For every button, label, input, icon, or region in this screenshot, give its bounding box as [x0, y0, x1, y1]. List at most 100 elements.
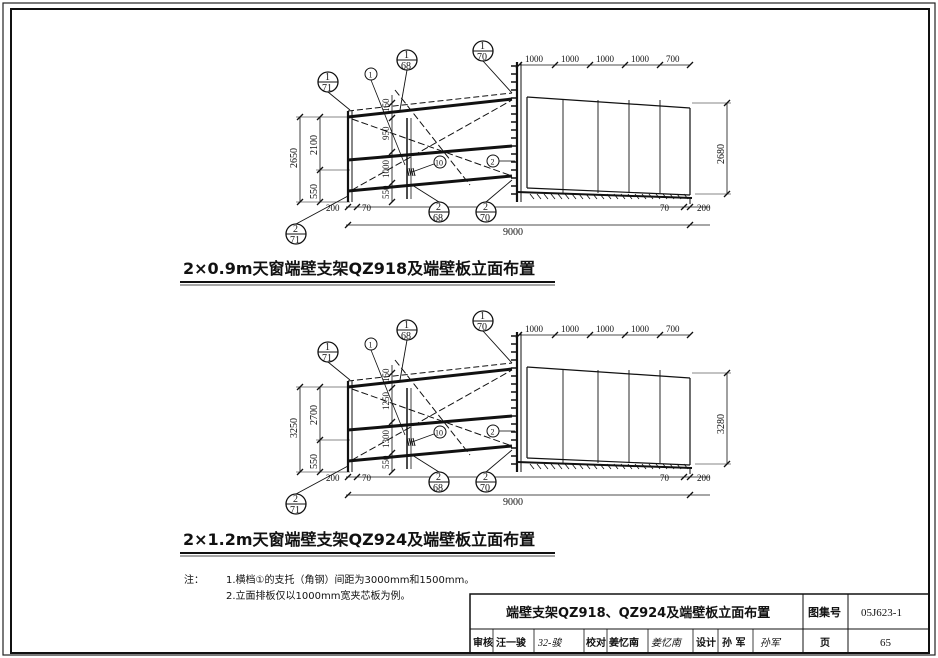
- sill-hatch: [606, 193, 612, 200]
- sill-hatch: [655, 463, 661, 470]
- part-marker-1-label: 1: [369, 71, 373, 80]
- section-callout-leader: [399, 69, 408, 111]
- sill-rail: [516, 461, 693, 469]
- section-callout-leader: [485, 179, 513, 203]
- diagonal-brace: [351, 369, 513, 461]
- section-callout-leader: [482, 330, 513, 364]
- sill-hatch: [648, 463, 654, 470]
- sill-hatch: [592, 193, 598, 200]
- dimension-tick: [316, 166, 324, 174]
- dimension-tick: [296, 198, 304, 206]
- right-dimension: 2680: [716, 144, 727, 164]
- drawing-title-qz918: 2×0.9m天窗端壁支架QZ918及端壁板立面布置: [183, 259, 535, 278]
- middle-rail: [347, 144, 513, 162]
- top-dimension-value: 1000: [525, 54, 544, 64]
- section-callout-leader: [327, 91, 351, 111]
- hatch: [412, 167, 416, 177]
- dimension-tick: [316, 198, 324, 206]
- top-dimension-tick: [686, 61, 694, 69]
- sill-hatch: [606, 463, 612, 470]
- top-dimension-tick: [656, 331, 664, 339]
- dimension-tick: [388, 148, 396, 156]
- sill-hatch: [627, 193, 633, 200]
- dimension-tick: [296, 468, 304, 476]
- sill-hatch: [669, 463, 675, 470]
- overall-span-dimension: 9000: [503, 227, 523, 238]
- dimension-tick: [296, 383, 304, 391]
- inner-dimension: 1250: [381, 392, 391, 411]
- inner-dimension: 150: [381, 98, 391, 112]
- left-overall-dimension: 2650: [289, 148, 300, 168]
- part-marker-10-label: 10: [435, 429, 443, 438]
- bottom-rail: [347, 174, 513, 193]
- dimension-tick: [353, 203, 361, 211]
- sill-hatch: [641, 193, 647, 200]
- dimension-tick: [723, 99, 731, 107]
- dimension-tick: [388, 449, 396, 457]
- dimension-tick: [388, 99, 396, 107]
- sill-hatch: [543, 193, 549, 200]
- sill-hatch: [536, 193, 542, 200]
- sill-hatch: [571, 463, 577, 470]
- sill-hatch: [536, 463, 542, 470]
- sill-rail: [516, 191, 693, 199]
- dimension-tick: [316, 436, 324, 444]
- sill-hatch: [564, 463, 570, 470]
- dimension-tick: [680, 473, 688, 481]
- marker-leader: [370, 79, 406, 166]
- dimension-tick: [388, 418, 396, 426]
- sill-hatch: [578, 193, 584, 200]
- diagonal-brace: [351, 99, 513, 191]
- middle-rail: [347, 414, 513, 432]
- section-callout-number: 1: [480, 41, 485, 52]
- part-marker-10: [433, 155, 447, 169]
- left-overall-dimension: 3250: [289, 418, 300, 438]
- part-marker-10-label: 10: [435, 159, 443, 168]
- bottom-dimension: 200: [326, 473, 340, 483]
- sill-hatch: [662, 463, 668, 470]
- section-callout-number: 2: [436, 202, 441, 213]
- diagonal-brace: [351, 388, 513, 447]
- hatch: [408, 437, 412, 447]
- section-callout-number: 2: [483, 202, 488, 213]
- sill-hatch: [557, 463, 563, 470]
- section-callout-number: 1: [325, 72, 330, 83]
- dimension-tick: [686, 491, 694, 499]
- top-dimension-tick: [551, 61, 559, 69]
- dimension-tick: [316, 383, 324, 391]
- sill-hatch: [571, 193, 577, 200]
- top-dimension-tick: [515, 61, 523, 69]
- section-callout-sheet: 71: [290, 235, 300, 246]
- bottom-dimension: 70: [660, 473, 670, 483]
- sill-hatch: [676, 463, 682, 470]
- inner-dimension: 1300: [381, 430, 391, 449]
- top-dimension-value: 700: [666, 54, 680, 64]
- sill-hatch: [599, 463, 605, 470]
- part-marker-10: [433, 425, 447, 439]
- section-callout-leader: [295, 465, 349, 495]
- dimension-tick: [686, 221, 694, 229]
- marker-leader: [370, 349, 406, 436]
- panel-top: [526, 366, 691, 379]
- dimension-tick: [388, 384, 396, 392]
- review-label: 审核: [473, 636, 493, 649]
- designer-name: 孙 军: [722, 636, 745, 649]
- top-dimension-tick: [656, 61, 664, 69]
- sill-hatch: [613, 193, 619, 200]
- top-dimension-value: 1000: [561, 54, 580, 64]
- sill-hatch: [550, 463, 556, 470]
- dimension-tick: [388, 369, 396, 377]
- top-dimension-tick: [621, 61, 629, 69]
- section-callout-number: 1: [480, 311, 485, 322]
- sill-hatch: [529, 463, 535, 470]
- marker-leader: [411, 163, 435, 173]
- diagonal-brace: [351, 118, 513, 177]
- drawing-title-qz924: 2×1.2m天窗端壁支架QZ924及端壁板立面布置: [183, 530, 535, 549]
- inner-dimension: 550: [381, 185, 391, 199]
- overall-span-dimension: 9000: [503, 497, 523, 508]
- atlas-number: 05J623-1: [861, 607, 902, 619]
- sill-hatch: [529, 193, 535, 200]
- right-dimension: 3280: [716, 414, 727, 434]
- dimension-tick: [723, 369, 731, 377]
